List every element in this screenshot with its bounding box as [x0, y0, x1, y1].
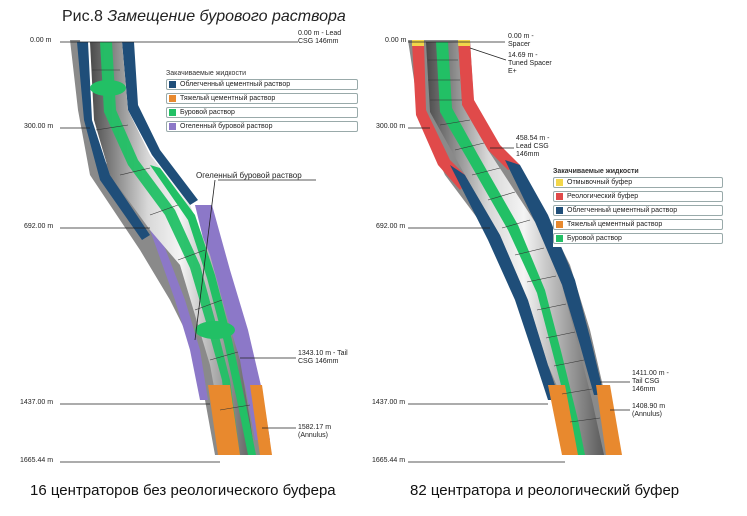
right-centralizers	[428, 59, 601, 423]
legend-swatch	[556, 221, 563, 228]
left-drilling-mud-annulus	[150, 165, 256, 455]
left-legend-item: Облегченный цементный раствор	[166, 79, 358, 90]
left-legend-item: Тяжелый цементный раствор	[166, 93, 358, 104]
right-legend: Закачиваемые жидкости Отмывочный буфер Р…	[553, 168, 723, 247]
right-callout-spacer: 0.00 m - Spacer	[508, 33, 534, 48]
left-callout-leaders	[194, 179, 316, 429]
legend-swatch	[556, 193, 563, 200]
right-depth-label: 1437.00 m	[372, 399, 406, 406]
right-callout-tuned-spacer: 14.69 m - Tuned Spacer E+	[508, 52, 552, 75]
right-casing-pipe	[426, 42, 604, 455]
legend-swatch	[169, 123, 176, 130]
right-caption: 82 центратора и реологический буфер	[410, 482, 680, 499]
legend-swatch	[169, 81, 176, 88]
right-lead-cement-b	[505, 160, 604, 395]
right-tail-cement-annulus	[596, 385, 622, 455]
left-callout-lead: 0.00 m - Lead CSG 146mm	[298, 30, 342, 45]
right-callout-leaders	[469, 47, 630, 411]
right-callout-lead: 458.54 m - Lead CSG 146mm	[516, 135, 550, 158]
left-lead-cement-b	[122, 42, 198, 205]
figure-number: Рис.8	[62, 8, 103, 25]
left-depth-lines	[60, 41, 298, 463]
right-spacer-b	[458, 40, 470, 46]
legend-swatch	[556, 207, 563, 214]
left-depth-label: 1665.44 m	[20, 457, 54, 464]
left-legend-title: Закачиваемые жидкости	[166, 70, 247, 77]
legend-swatch	[556, 235, 563, 242]
left-mud-plug-top	[90, 80, 126, 96]
left-callout-annulus: 1582.17 m (Annulus)	[298, 424, 332, 439]
left-depth-label: 0.00 m	[30, 37, 52, 44]
right-callout-annulus: 1408.90 m (Annulus)	[632, 403, 666, 418]
figure-title: Рис.8 Замещение бурового раствора	[62, 8, 346, 26]
right-legend-item: Отмывочный буфер	[553, 177, 723, 188]
left-depth-label: 692.00 m	[24, 223, 54, 230]
figure-title-text: Замещение бурового раствора	[107, 8, 346, 25]
left-tail-cement-annulus	[250, 385, 272, 455]
right-callout-tail: 1411.00 m - Tail CSG 146mm	[632, 370, 669, 393]
legend-swatch	[556, 179, 563, 186]
right-legend-item: Облегченный цементный раствор	[553, 205, 723, 216]
right-depth-label: 0.00 m	[385, 37, 407, 44]
left-depth-label: 1437.00 m	[20, 399, 54, 406]
legend-swatch	[169, 95, 176, 102]
right-tail-cement	[548, 385, 578, 455]
left-callout-tail: 1343.10 m - Tail CSG 146mm	[298, 350, 348, 365]
left-legend: Закачиваемые жидкости Облегченный цемент…	[166, 70, 358, 135]
left-well	[70, 40, 272, 455]
right-depth-label: 1665.44 m	[372, 457, 406, 464]
legend-swatch	[169, 109, 176, 116]
left-gel-mud-zone-2	[150, 230, 208, 400]
left-legend-item: Буровой раствор	[166, 107, 358, 118]
right-spacer-a	[412, 40, 424, 46]
left-depth-label: 300.00 m	[24, 123, 54, 130]
left-mud-plug-mid	[195, 321, 235, 339]
left-gel-mud-label: Огеленный буровой раствор	[196, 171, 302, 180]
right-legend-item: Буровой раствор	[553, 233, 723, 244]
left-centralizers	[92, 69, 251, 411]
right-well	[408, 40, 622, 455]
right-legend-item: Тяжелый цементный раствор	[553, 219, 723, 230]
right-legend-item: Реологический буфер	[553, 191, 723, 202]
right-depth-label: 300.00 m	[376, 123, 406, 130]
left-legend-item: Огеленный буровой раствор	[166, 121, 358, 132]
right-rheological-buffer-b	[458, 42, 520, 170]
right-depth-label: 692.00 m	[376, 223, 406, 230]
left-caption: 16 центраторов без реологического буфера	[30, 482, 336, 499]
left-gel-mud-zone	[195, 205, 270, 440]
left-tail-cement	[208, 385, 240, 455]
right-depth-lines	[408, 41, 565, 463]
right-legend-title: Закачиваемые жидкости	[553, 168, 639, 175]
right-lead-cement-a	[450, 165, 560, 400]
left-lead-cement-a	[77, 42, 150, 240]
